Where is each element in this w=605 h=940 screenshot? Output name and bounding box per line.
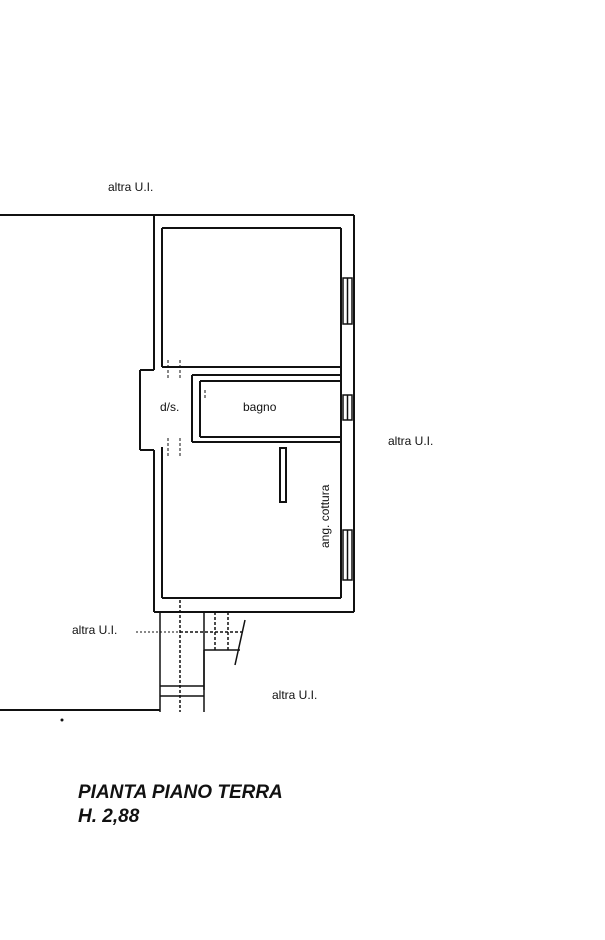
stairs	[159, 600, 246, 712]
neighbor-right-label: altra U.I.	[388, 434, 434, 448]
room-ds-label: d/s.	[160, 400, 180, 414]
interior-walls	[162, 366, 341, 503]
room-bagno-label: bagno	[243, 400, 277, 414]
plan-title: PIANTA PIANO TERRA	[78, 782, 283, 803]
room-cottura-label: ang. cottura	[318, 484, 332, 548]
dot-mark	[60, 718, 64, 722]
neighbor-top-label: altra U.I.	[108, 180, 154, 194]
outer-walls	[139, 214, 355, 613]
door-markers	[167, 360, 206, 456]
windows	[342, 277, 353, 581]
neighbor-bottom-label: altra U.I.	[272, 688, 318, 702]
plan-height: H. 2,88	[78, 806, 140, 827]
neighbor-left-label: altra U.I.	[72, 623, 118, 637]
left-neighbor-outline	[0, 214, 160, 711]
